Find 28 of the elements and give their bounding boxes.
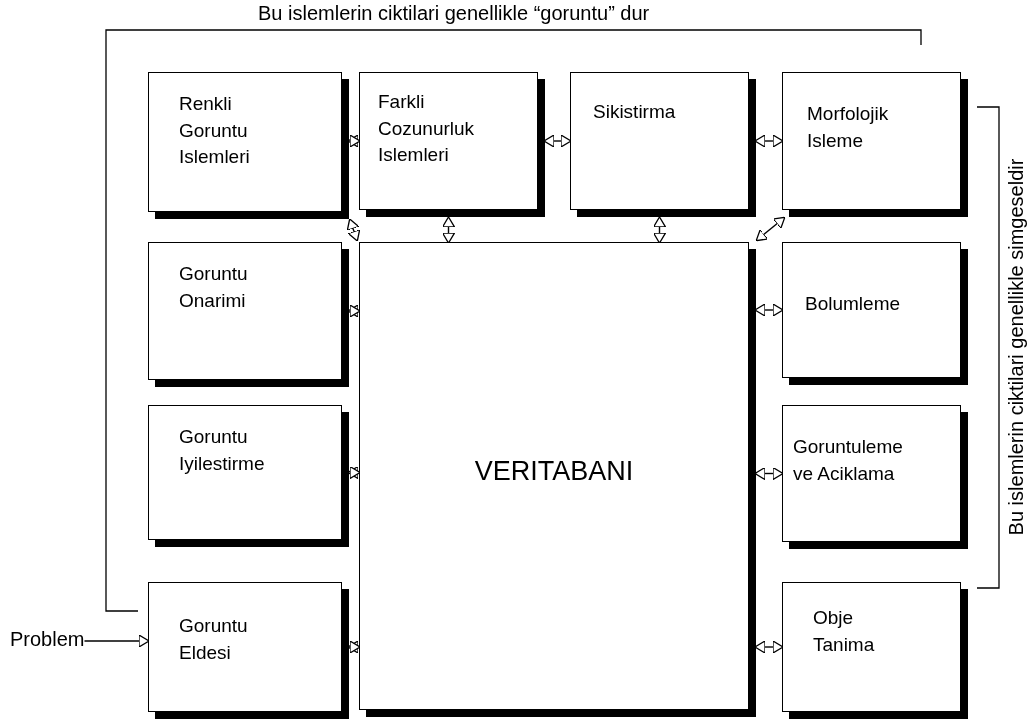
box-label: Morfolojik Isleme bbox=[807, 102, 890, 153]
box-label: Goruntuleme ve Aciklama bbox=[793, 435, 904, 486]
double-arrow bbox=[441, 216, 456, 244]
box-label: Bolumleme bbox=[805, 292, 902, 316]
box-label: Goruntu Iyilestirme bbox=[179, 425, 266, 476]
box-label: Renkli Goruntu Islemleri bbox=[179, 92, 251, 170]
double-arrow bbox=[347, 134, 361, 148]
box-label: Sikistirma bbox=[593, 100, 677, 124]
box-label: Obje Tanima bbox=[813, 606, 876, 657]
arrow bbox=[83, 634, 150, 648]
double-arrow bbox=[347, 640, 361, 654]
box-label: Goruntu Eldesi bbox=[179, 614, 249, 665]
input-label: Problem bbox=[10, 628, 85, 650]
double-arrow bbox=[652, 216, 667, 244]
double-arrow bbox=[754, 134, 784, 148]
double-arrow bbox=[755, 216, 786, 242]
double-arrow bbox=[754, 303, 784, 317]
box-label: Goruntu Onarimi bbox=[179, 262, 249, 313]
double-arrow bbox=[754, 466, 784, 481]
double-arrow bbox=[347, 304, 361, 318]
double-arrow bbox=[347, 465, 361, 480]
bracket-label: Bu islemlerin ciktilari genellikle “goruntu” dur bbox=[258, 2, 650, 25]
double-arrow bbox=[543, 134, 572, 148]
box-label: Farkli Cozunurluk Islemleri bbox=[378, 90, 476, 168]
double-arrow bbox=[346, 218, 361, 242]
box-label: VERITABANI bbox=[473, 455, 635, 488]
double-arrow bbox=[754, 640, 784, 654]
bracket-label: Bu islemlerin ciktilari genellikle simgeseldir bbox=[1004, 158, 1028, 536]
